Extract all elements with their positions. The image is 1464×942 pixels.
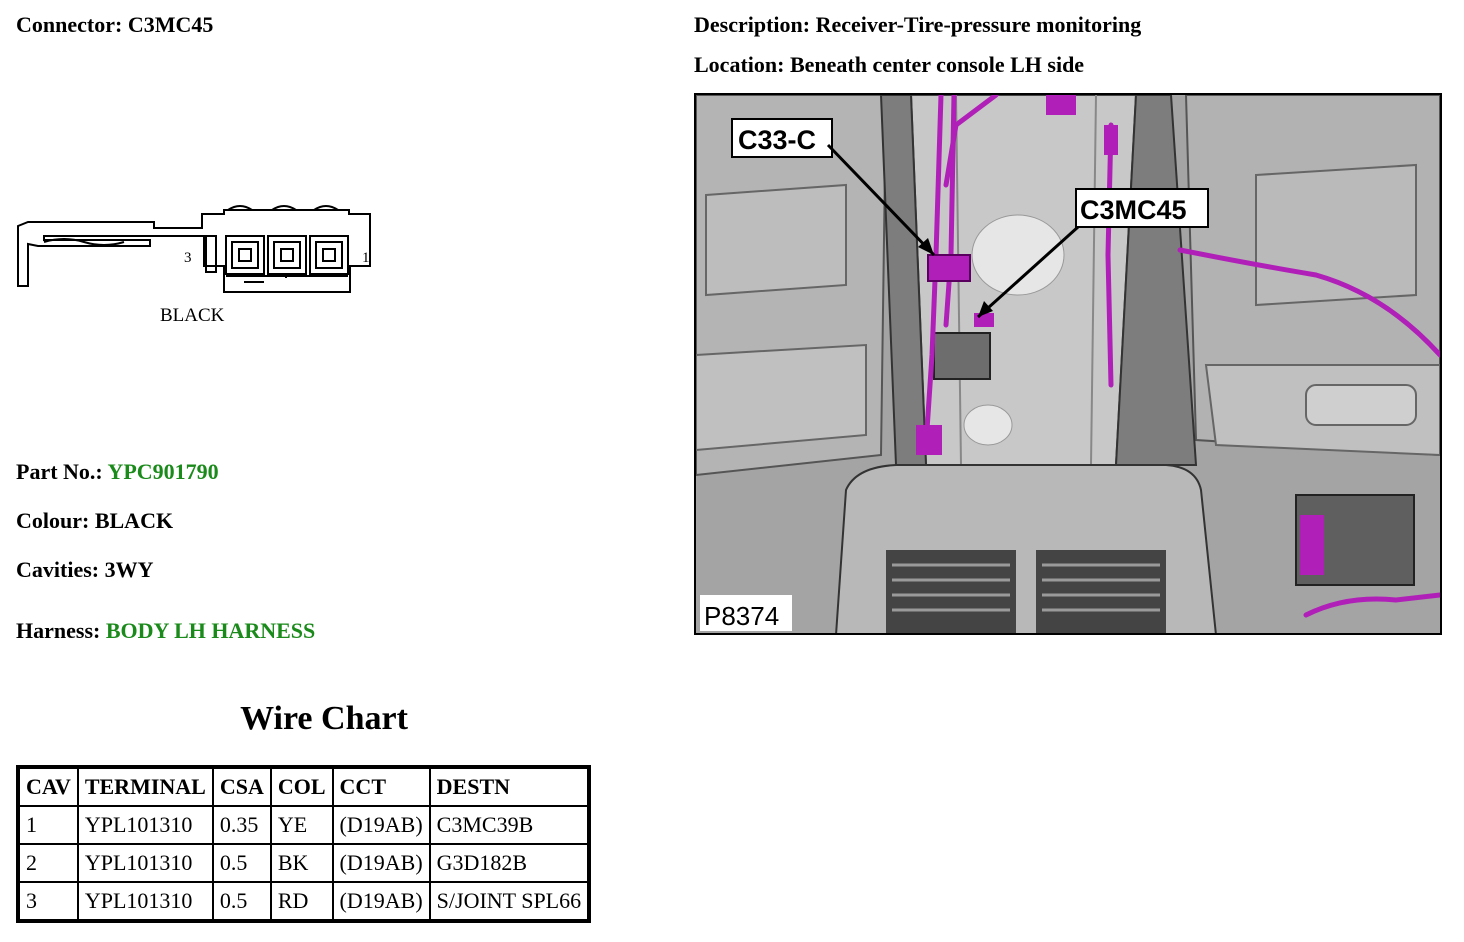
callout-c33c: C33-C (738, 125, 816, 155)
pin-1-label: 1 (362, 250, 370, 266)
cell-cct: (D19AB) (331, 881, 431, 922)
colour-label: Colour: (16, 508, 90, 533)
cell-cav: 2 (17, 843, 79, 883)
connector-line: Connector: C3MC45 (16, 12, 213, 38)
connector-drawing: 3 1 BLACK (17, 205, 371, 326)
location-label: Location: (694, 52, 785, 77)
part-number-line: Part No.: YPC901790 (16, 459, 219, 485)
cell-cav: 3 (17, 881, 79, 922)
cell-cct: (D19AB) (331, 843, 431, 883)
cell-terminal: YPL101310 (76, 805, 214, 845)
cell-col: RD (269, 881, 334, 922)
cell-csa: 0.35 (211, 805, 272, 845)
pin-3-label: 3 (184, 250, 192, 266)
part-number-label: Part No.: (16, 459, 103, 484)
cell-csa: 0.5 (211, 843, 272, 883)
location-photo: C33-C C3MC45 P8374 (694, 93, 1442, 635)
cell-terminal: YPL101310 (76, 881, 214, 922)
cell-destn: G3D182B (428, 843, 591, 883)
cell-col: YE (269, 805, 334, 845)
header-col: COL (269, 766, 334, 807)
cavities-label: Cavities: (16, 557, 100, 582)
header-csa: CSA (211, 766, 272, 807)
wire-chart-table: CAV TERMINAL CSA COL CCT DESTN 1 YPL1013… (16, 765, 592, 923)
drawing-colour-label: BLACK (160, 305, 225, 326)
table-row: 1 YPL101310 0.35 YE (D19AB) C3MC39B (17, 805, 591, 845)
location-value: Beneath center console LH side (789, 52, 1085, 77)
table-row: 3 YPL101310 0.5 RD (D19AB) S/JOINT SPL66 (17, 881, 591, 922)
location-line: Location: Beneath center console LH side (694, 52, 1084, 78)
cell-csa: 0.5 (211, 881, 272, 922)
colour-line: Colour: BLACK (16, 508, 173, 534)
description-line: Description: Receiver-Tire-pressure moni… (694, 12, 1141, 38)
connector-label: Connector: (16, 12, 123, 37)
description-label: Description: (694, 12, 811, 37)
part-number-link[interactable]: YPC901790 (107, 459, 219, 484)
table-row: 2 YPL101310 0.5 BK (D19AB) G3D182B (17, 843, 591, 883)
cell-terminal: YPL101310 (76, 843, 214, 883)
cell-cct: (D19AB) (331, 805, 431, 845)
header-destn: DESTN (428, 766, 591, 807)
cavities-line: Cavities: 3WY (16, 557, 153, 583)
harness-label: Harness: (16, 618, 101, 643)
harness-line: Harness: BODY LH HARNESS (16, 618, 315, 644)
table-header-row: CAV TERMINAL CSA COL CCT DESTN (17, 766, 591, 807)
callout-c3mc45: C3MC45 (1080, 195, 1187, 225)
photo-reference: P8374 (704, 601, 779, 631)
cell-destn: C3MC39B (428, 805, 591, 845)
harness-link[interactable]: BODY LH HARNESS (105, 618, 316, 643)
description-value: Receiver-Tire-pressure monitoring (815, 12, 1142, 37)
cell-col: BK (269, 843, 334, 883)
cell-cav: 1 (17, 805, 79, 845)
cell-destn: S/JOINT SPL66 (428, 881, 591, 922)
header-cct: CCT (331, 766, 431, 807)
connector-value: C3MC45 (127, 12, 214, 37)
wire-chart-title: Wire Chart (240, 700, 408, 737)
colour-value: BLACK (94, 508, 174, 533)
header-terminal: TERMINAL (76, 766, 214, 807)
header-cav: CAV (17, 766, 79, 807)
cavities-value: 3WY (104, 557, 154, 582)
